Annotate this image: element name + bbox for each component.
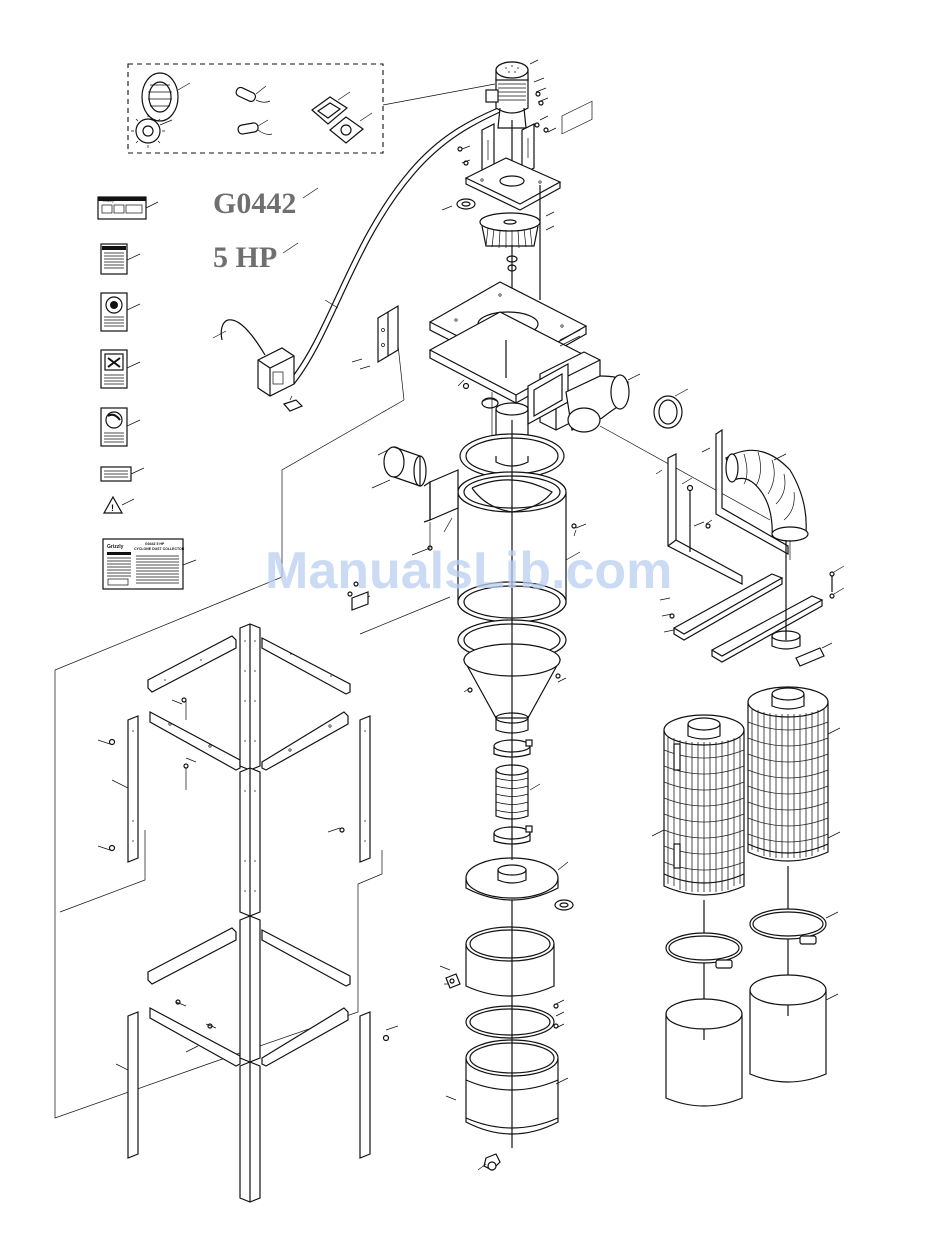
motor-part — [486, 62, 528, 128]
elbow-duct-part — [726, 450, 808, 541]
drum-latch-part — [446, 974, 460, 988]
impeller-part — [480, 213, 540, 248]
stand-bottom-front-left-brace-part — [150, 1008, 240, 1066]
cyclone-inlet-adapter-part — [372, 447, 426, 488]
filter-left-part — [652, 715, 744, 895]
collection-bag-left-part — [666, 999, 742, 1106]
stand-bottom-left-brace-part — [148, 928, 236, 984]
warning-triangle-icon: ! — [104, 497, 134, 513]
motor-mount-plate-part — [466, 158, 560, 210]
stand-top-left-brace-part — [148, 636, 236, 692]
control-panel-brand: Grizzly — [103, 199, 114, 203]
stand-left-leg-upper-part — [128, 716, 138, 862]
model-number: G0442 — [213, 187, 296, 220]
warning-label-2 — [101, 293, 140, 331]
labels-group: Grizzly — [98, 197, 196, 589]
cyclone-lower-clamp-part — [494, 740, 532, 757]
id-plate-title-1: G0442 5 HP — [145, 542, 165, 546]
filter-right-part — [748, 687, 840, 861]
capacitor-2-part — [237, 120, 272, 135]
strain-relief-part — [442, 199, 475, 210]
filter-crossover-tube-part — [796, 643, 832, 666]
stand-center-leg-upper-part — [240, 768, 260, 916]
control-panel-label: Grizzly — [98, 197, 158, 219]
watermark: ManualsLib.com — [265, 542, 672, 600]
stand-bottom-right-brace-part — [262, 930, 350, 986]
notice-label — [101, 467, 144, 481]
stand-right-leg-upper-part — [360, 716, 370, 862]
machine-id-label: Grizzly G0442 5 HP CYCLONE DUST COLLECTO… — [103, 539, 196, 589]
id-plate-brand: Grizzly — [107, 544, 124, 550]
stand-bottom-front-right-brace-part — [262, 1008, 348, 1066]
collection-drum-assembly — [440, 900, 568, 1170]
filter-ducting-group — [656, 430, 844, 666]
stand-right-leg-lower-part — [360, 1012, 370, 1158]
drum-gasket-part — [466, 1006, 554, 1038]
switch-bracket-part — [378, 306, 398, 362]
filter-band-clamp-left-part — [666, 933, 742, 968]
motor-accessories-group — [128, 64, 495, 153]
id-plate-title-2: CYCLONE DUST COLLECTOR — [134, 547, 185, 551]
stand-top-right-brace-part — [262, 638, 350, 694]
cyclone-assembly — [372, 398, 586, 910]
horsepower-label: 5 HP — [213, 241, 277, 274]
stand-upper-center-leg-part — [240, 624, 260, 770]
collection-bag-right-part — [750, 975, 838, 1082]
remote-plug-part — [284, 396, 302, 411]
magnetic-switch-part — [258, 348, 294, 396]
stand-center-foot-leg-part — [240, 1062, 260, 1202]
cyclone-inlet-part — [424, 470, 458, 522]
warning-label-3 — [101, 350, 140, 388]
power-cord — [221, 320, 265, 355]
hose-clamp-part — [494, 826, 532, 844]
outlet-clamp-part — [654, 389, 688, 428]
svg-text:!: ! — [111, 503, 114, 513]
capacitor-1-part — [235, 86, 270, 103]
motor-assembly — [442, 60, 560, 300]
stand-left-leg-lower-part — [128, 1012, 138, 1158]
drum-lid-part — [466, 858, 573, 910]
warning-label-1 — [101, 244, 140, 274]
stand-assembly — [98, 582, 398, 1202]
motor-fan-part — [142, 73, 190, 121]
caster-part — [478, 1154, 500, 1170]
filter-band-clamp-right-part — [750, 909, 838, 944]
drum-upper-ring-part — [466, 927, 554, 996]
stand-lower-center-leg-part — [240, 916, 260, 1062]
stand-top-front-right-brace-part — [262, 712, 348, 770]
flex-hose-part — [496, 765, 540, 819]
warning-label-4 — [101, 408, 140, 446]
